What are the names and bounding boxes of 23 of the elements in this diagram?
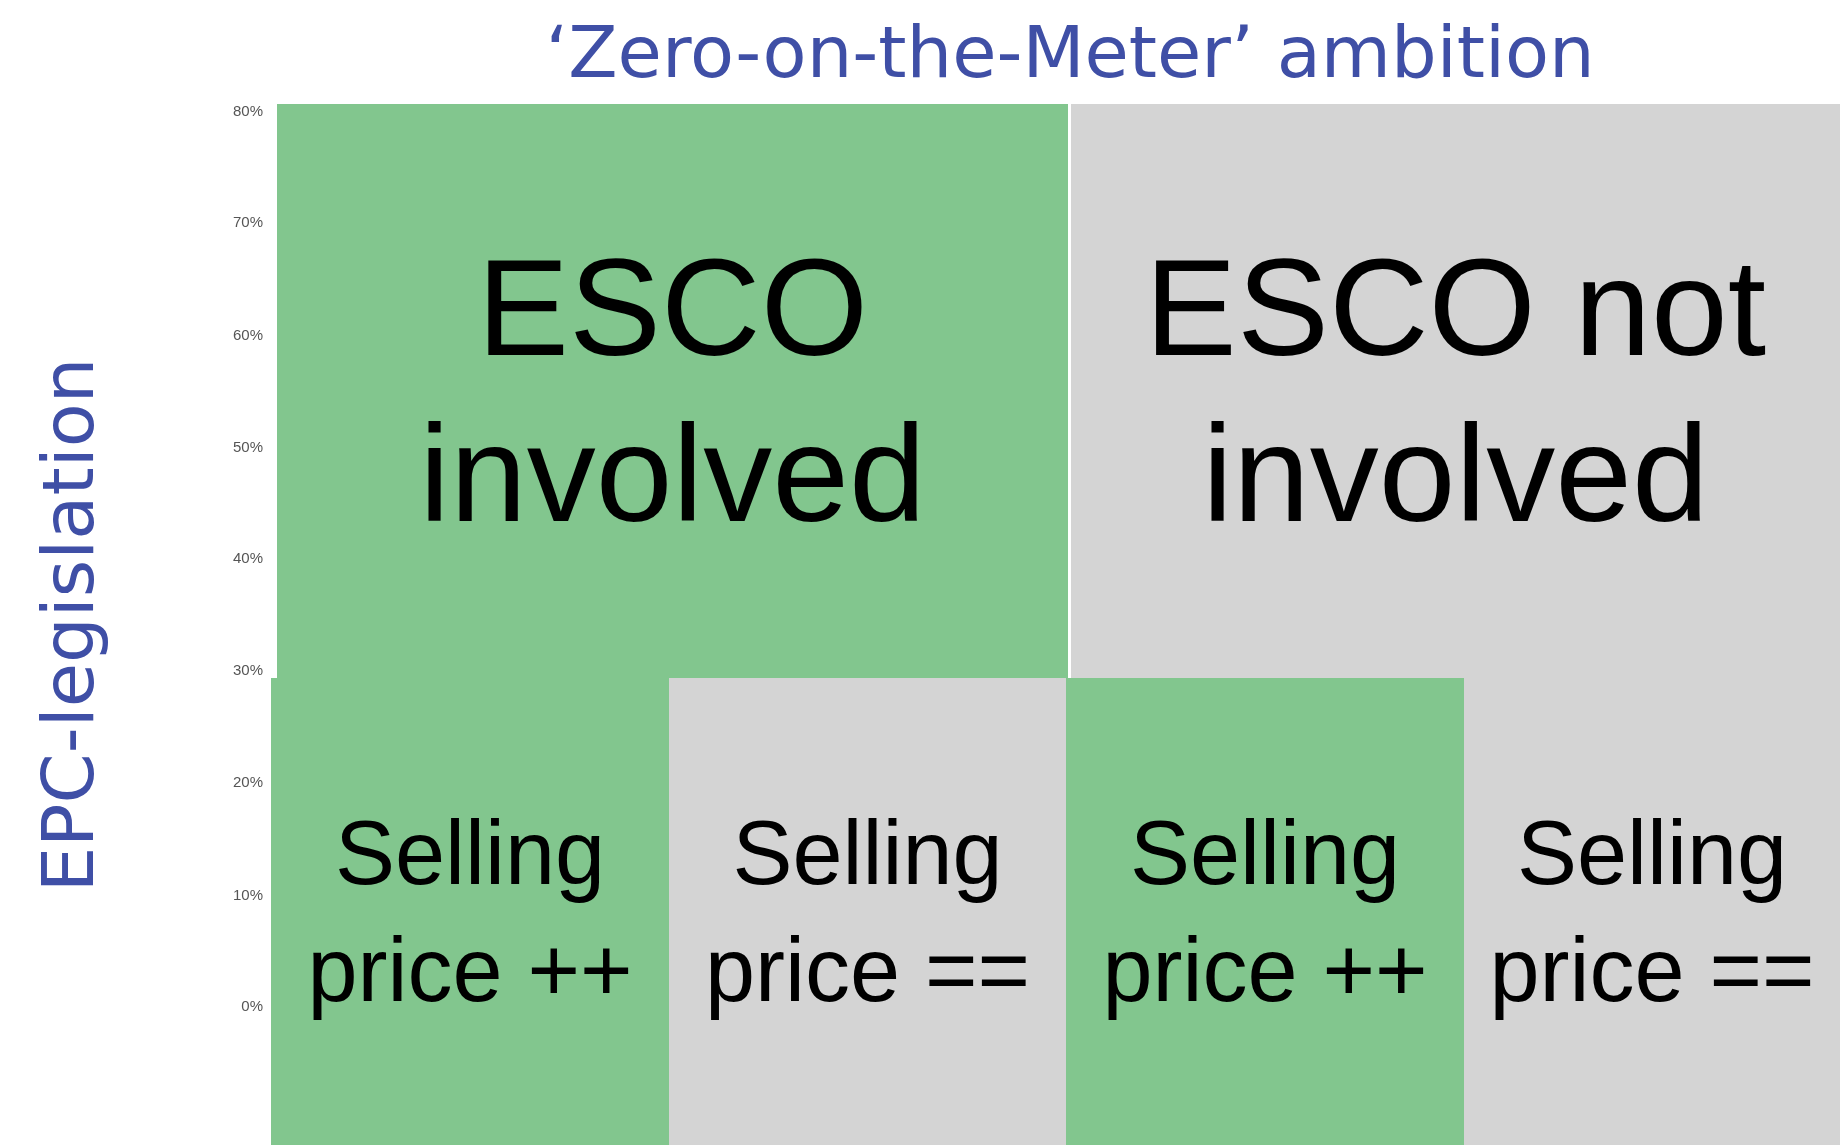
panel-text: ESCO not involved bbox=[1143, 229, 1768, 552]
tick-label: 0% bbox=[240, 997, 263, 1014]
tick-label: 40% bbox=[231, 549, 263, 566]
tick-label: 30% bbox=[231, 661, 263, 678]
diagram-title: ‘Zero-on-the-Meter’ ambition bbox=[544, 10, 1596, 94]
axis-title: EPC-legislation bbox=[25, 357, 110, 893]
tick-label: 20% bbox=[231, 773, 263, 790]
outcome-panel bbox=[1464, 678, 1840, 1145]
outcome-panel bbox=[1066, 678, 1464, 1145]
quadrant-panel bbox=[277, 104, 1068, 678]
tick-label: 70% bbox=[231, 213, 263, 230]
tick-label: 80% bbox=[231, 102, 263, 119]
outcome-panel bbox=[271, 678, 669, 1145]
tick-label: 10% bbox=[231, 886, 263, 903]
tick-label: 50% bbox=[231, 438, 263, 455]
quadrant-panel bbox=[1071, 104, 1840, 678]
panel-text: Selling price == bbox=[1488, 801, 1816, 1022]
outcome-panel bbox=[669, 678, 1066, 1145]
panel-text: Selling price ++ bbox=[306, 801, 634, 1022]
panel-text: Selling price == bbox=[703, 801, 1032, 1022]
panel-text: ESCO involved bbox=[418, 229, 927, 552]
panel-text: Selling price ++ bbox=[1101, 801, 1429, 1022]
tick-label: 60% bbox=[231, 326, 263, 343]
